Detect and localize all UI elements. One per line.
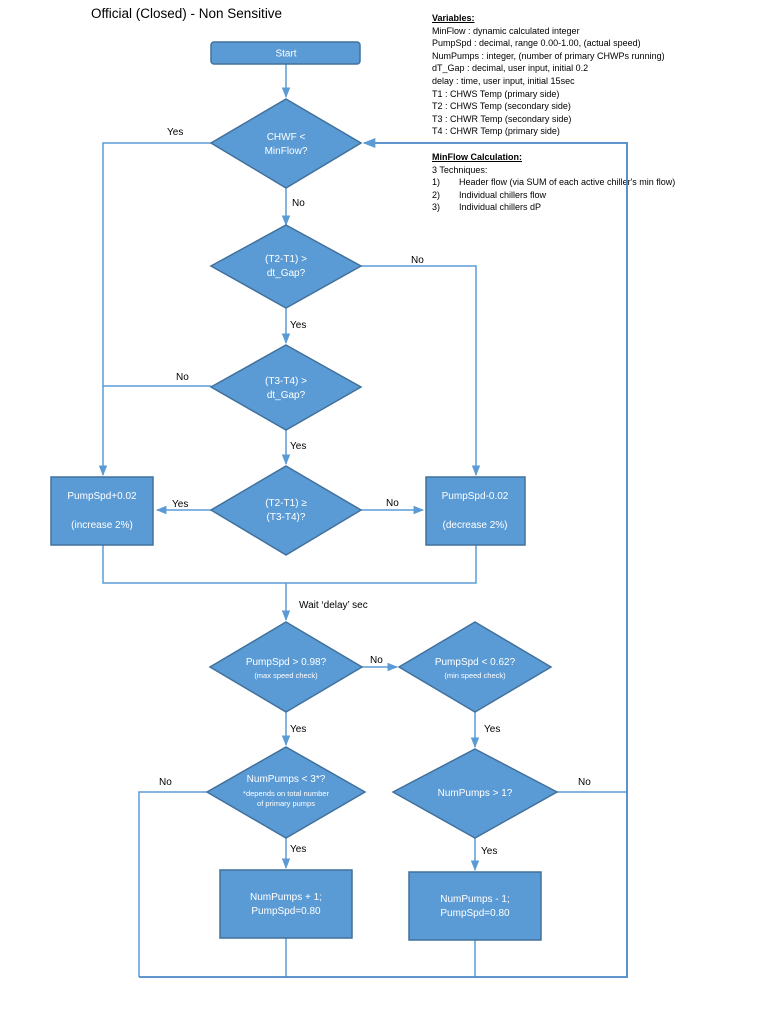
decision-line: MinFlow? [265, 146, 308, 157]
edge-label-yes: Yes [167, 127, 183, 138]
minflow-item-number: 2) [432, 189, 441, 200]
decision-max-speed: PumpSpd > 0.98? (max speed check) [208, 621, 364, 713]
variable-item: T2 : CHWS Temp (secondary side) [432, 101, 571, 112]
process-line: (decrease 2%) [442, 520, 507, 531]
variable-item: delay : time, user input, initial 15sec [432, 75, 575, 86]
edge-label-yes: Yes [484, 724, 500, 735]
process-line: PumpSpd=0.80 [251, 906, 321, 917]
decision-note: (max speed check) [254, 671, 318, 680]
edge-label-no: No [176, 372, 189, 383]
start-label: Start [275, 49, 296, 60]
decision-note: of primary pumps [257, 799, 315, 808]
minflow-subtitle: 3 Techniques: [432, 164, 488, 175]
edge-label-yes: Yes [290, 844, 306, 855]
variable-item: T4 : CHWR Temp (primary side) [432, 126, 560, 137]
edge-label-no: No [578, 777, 591, 788]
edge-label-yes: Yes [290, 320, 306, 331]
decision-line: PumpSpd < 0.62? [435, 657, 516, 668]
decision-numpumps-max: NumPumps < 3*? *depends on total number … [205, 746, 367, 839]
decision-t3-t4-gap: (T3-T4) > dt_Gap? [209, 344, 363, 431]
decision-t2-t1-gap: (T2-T1) > dt_Gap? [209, 224, 363, 309]
edge-label-no: No [292, 198, 305, 209]
connectors [98, 64, 628, 978]
process-line: PumpSpd-0.02 [442, 491, 509, 502]
decision-line: (T2-T1) > [265, 254, 307, 265]
edge-label-no: No [386, 498, 399, 509]
minflow-item-text: Individual chillers dP [459, 202, 542, 213]
minflow-item-text: Header flow (via SUM of each active chil… [459, 177, 676, 188]
decision-compare-gaps: (T2-T1) ≥ (T3-T4)? [209, 465, 363, 556]
decision-note: (min speed check) [444, 671, 506, 680]
variable-item: MinFlow : dynamic calculated integer [432, 25, 580, 36]
decision-line: dt_Gap? [267, 390, 306, 401]
decision-line: CHWF < [267, 132, 306, 143]
decision-line: PumpSpd > 0.98? [246, 657, 327, 668]
variable-item: dT_Gap : decimal, user input, initial 0.… [432, 63, 589, 74]
process-line: PumpSpd=0.80 [440, 908, 510, 919]
process-decrease-speed: PumpSpd-0.02 (decrease 2%) [425, 476, 526, 546]
connector-d1-yes-to-increase [98, 142, 211, 477]
process-line: (increase 2%) [71, 520, 133, 531]
decision-note: *depends on total number [243, 789, 329, 798]
decision-line: (T3-T4) > [265, 376, 307, 387]
minflow-item: 2) Individual chillers flow [432, 189, 762, 202]
process-line: PumpSpd+0.02 [67, 491, 137, 502]
connector-d2-no-to-decrease [360, 265, 481, 477]
variable-item: PumpSpd : decimal, range 0.00-1.00, (act… [432, 38, 641, 49]
edge-label-wait: Wait ‘delay’ sec [299, 600, 368, 611]
minflow-item: 3) Individual chillers dP [432, 201, 762, 214]
minflow-title: MinFlow Calculation: [432, 152, 522, 162]
edge-label-no: No [411, 255, 424, 266]
process-increase-speed: PumpSpd+0.02 (increase 2%) [50, 476, 154, 546]
connector-d7-no [138, 791, 207, 977]
decision-line: NumPumps > 1? [438, 788, 513, 799]
minflow-panel: MinFlow Calculation: 3 Techniques: 1) Hea… [432, 151, 762, 214]
decision-numpumps-min: NumPumps > 1? [391, 748, 559, 839]
minflow-item-number: 1) [432, 177, 441, 188]
edge-labels: Yes No No Yes No Yes Yes No Wait ‘delay’… [159, 127, 591, 857]
start-node: Start [210, 41, 361, 65]
edge-label-no: No [159, 777, 172, 788]
variables-title: Variables: [432, 13, 475, 23]
minflow-item: 1) Header flow (via SUM of each active ch… [432, 176, 762, 189]
decision-line: (T2-T1) ≥ [265, 498, 307, 509]
variables-panel: Variables: MinFlow : dynamic calculated … [432, 12, 762, 138]
classification-label: Official (Closed) - Non Sensitive [91, 6, 283, 21]
variable-item: NumPumps : integer, (number of primary C… [432, 50, 665, 61]
decision-line: dt_Gap? [267, 268, 306, 279]
process-remove-pump: NumPumps - 1; PumpSpd=0.80 [408, 871, 542, 941]
decision-min-speed: PumpSpd < 0.62? (min speed check) [397, 621, 553, 713]
edge-label-yes: Yes [290, 441, 306, 452]
process-line: NumPumps - 1; [440, 894, 509, 905]
variable-item: T1 : CHWS Temp (primary side) [432, 88, 560, 99]
connector-loop-back [139, 137, 628, 978]
decision-chwf-minflow: CHWF < MinFlow? [209, 98, 363, 189]
variable-item: T3 : CHWR Temp (secondary side) [432, 113, 572, 124]
process-add-pump: NumPumps + 1; PumpSpd=0.80 [219, 869, 353, 939]
minflow-item-number: 3) [432, 202, 441, 213]
edge-label-yes: Yes [290, 724, 306, 735]
minflow-item-text: Individual chillers flow [459, 189, 547, 200]
decision-line: NumPumps < 3*? [247, 774, 326, 785]
edge-label-yes: Yes [172, 499, 188, 510]
edge-label-yes: Yes [481, 846, 497, 857]
process-line: NumPumps + 1; [250, 892, 322, 903]
connector-merge [102, 545, 477, 584]
edge-label-no: No [370, 655, 383, 666]
decision-line: (T3-T4)? [267, 512, 306, 523]
